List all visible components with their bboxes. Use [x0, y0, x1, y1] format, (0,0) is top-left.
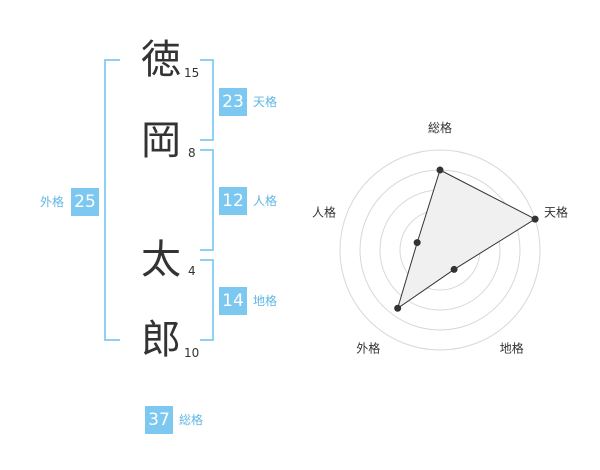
- radar-point: [436, 166, 444, 174]
- name-char-3: 太: [141, 237, 181, 283]
- radar-ring: [339, 149, 541, 351]
- jinkaku-bracket: [200, 149, 214, 251]
- radar-axis-label: 外格: [356, 341, 380, 356]
- jinkaku-label: 人格: [253, 194, 278, 208]
- radar-axis-label: 人格: [312, 204, 336, 219]
- radar-axis-label: 総格: [428, 120, 452, 135]
- radar-point: [531, 215, 539, 223]
- name-char-2: 岡: [141, 118, 181, 164]
- gaikaku-label: 外格: [40, 195, 65, 209]
- radar-point: [413, 239, 421, 247]
- chikaku-bracket: [200, 259, 214, 341]
- radar-point: [394, 304, 402, 312]
- tenkaku-bracket: [200, 59, 214, 141]
- chikaku-label: 地格: [253, 294, 278, 308]
- radar-point: [450, 265, 458, 273]
- radar-polygon: [396, 169, 537, 310]
- tenkaku-label: 天格: [253, 95, 278, 109]
- name-char-4: 郎: [141, 317, 181, 363]
- stroke-count-2: 8: [188, 146, 196, 160]
- radar-axis-label: 天格: [544, 204, 568, 219]
- radar-axis-label: 地格: [500, 341, 524, 356]
- gaikaku-bracket: [104, 59, 120, 341]
- name-char-1: 徳: [141, 37, 181, 83]
- tenkaku-value-badge: 23: [219, 88, 247, 116]
- stroke-count-1: 15: [184, 66, 200, 80]
- gaikaku-value-badge: 25: [71, 188, 99, 216]
- chikaku-value-badge: 14: [219, 287, 247, 315]
- stroke-count-4: 10: [184, 346, 200, 360]
- soukaku-value-badge: 37: [145, 406, 173, 434]
- soukaku-label: 総格: [179, 413, 204, 427]
- stroke-count-3: 4: [188, 264, 196, 278]
- jinkaku-value-badge: 12: [219, 187, 247, 215]
